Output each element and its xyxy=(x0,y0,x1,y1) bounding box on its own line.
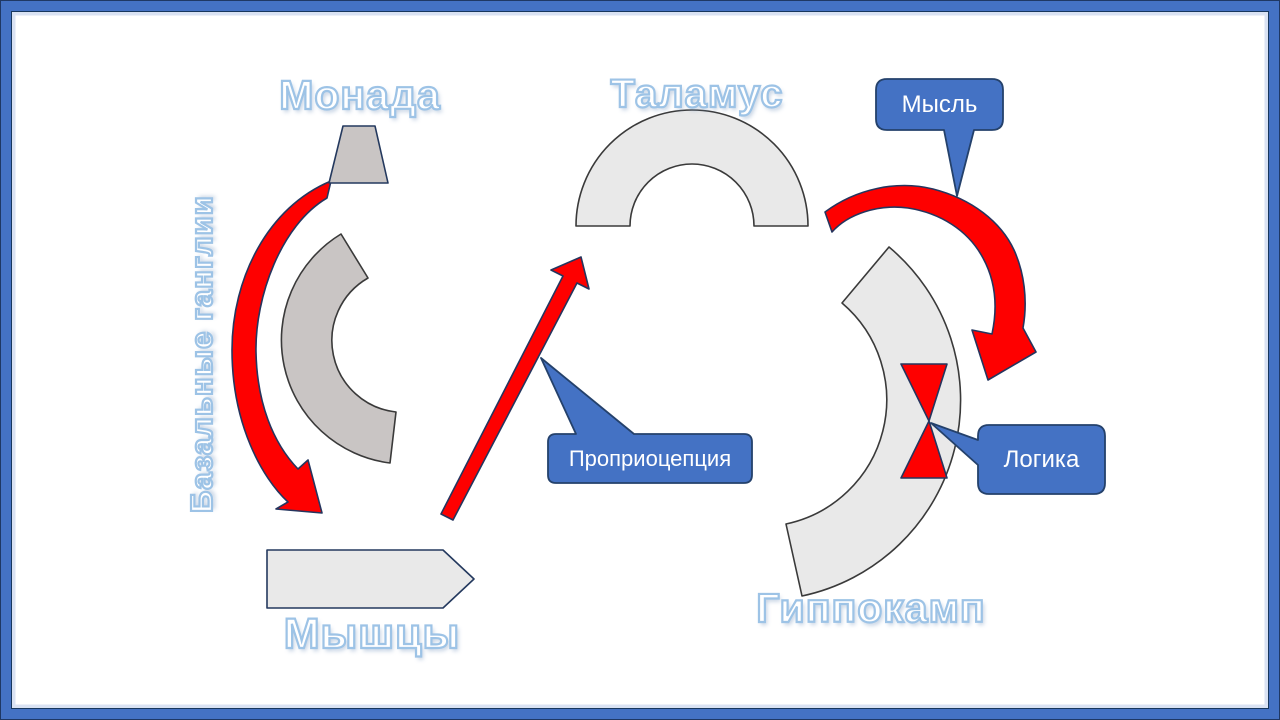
label-talamus: Таламус xyxy=(609,71,784,117)
label-monada: Монада xyxy=(278,71,441,119)
trapezoid-shape xyxy=(328,125,389,184)
bowtie-shape xyxy=(900,363,948,479)
curved-arrow-right-icon xyxy=(824,184,1037,381)
block-arc-hippocampus xyxy=(785,246,962,597)
label-gippokamp: Гиппокамп xyxy=(755,584,986,632)
pentagon-arrow-shape xyxy=(266,549,475,609)
callout-label-propriotseptsiya: Проприоцепция xyxy=(568,445,732,471)
callout-bubble-propriotseptsiya xyxy=(540,357,753,484)
half-donut-thalamus xyxy=(575,109,809,227)
straight-arrow-icon xyxy=(440,256,590,521)
callout-label-logika: Логика xyxy=(1003,445,1080,473)
label-myshtsy: Мышцы xyxy=(283,609,461,659)
callout-bubble-mysl xyxy=(875,78,1004,197)
callout-label-mysl: Мысль xyxy=(901,90,978,118)
curved-arrow-left-icon xyxy=(231,180,332,514)
callout-bubble-logika xyxy=(930,422,1106,495)
block-arc-left xyxy=(280,233,397,464)
label-bazalnye-ganglii: Базальные ганглии xyxy=(183,194,220,514)
